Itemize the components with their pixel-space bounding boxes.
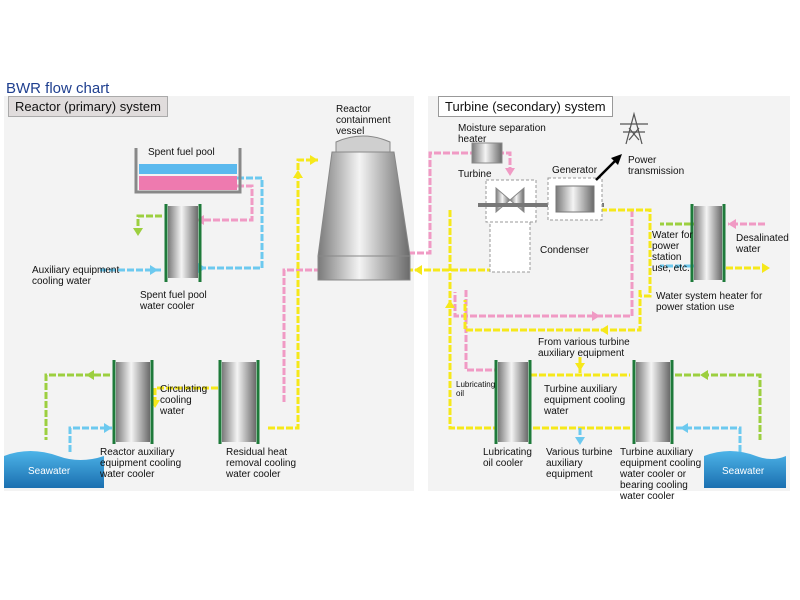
page-title: BWR flow chart — [6, 80, 110, 97]
reactor-containment-vessel — [317, 135, 411, 281]
spent-fuel-pool-cooler-label: Spent fuel pool water cooler — [140, 290, 207, 312]
pink-pipe-rhr — [282, 268, 318, 402]
moisture-separation-heater-label: Moisture separation heater — [458, 123, 546, 145]
yellow-pipe-heater-feed — [463, 290, 642, 332]
arrow-yellow — [310, 155, 318, 165]
pink-pipe-heater — [453, 210, 634, 318]
from-turbine-aux-label: From various turbine auxiliary equipment — [538, 337, 630, 359]
arrow-yellow — [575, 363, 585, 371]
water-system-heater-label: Water system heater for power station us… — [656, 291, 763, 313]
turbine — [478, 179, 604, 223]
flow-arrows — [86, 155, 770, 445]
condenser-label: Condenser — [540, 245, 589, 256]
hx-reactor-aux-cooler — [112, 360, 154, 444]
power-arrow — [595, 160, 616, 181]
hx-lubricating-oil-cooler — [494, 360, 532, 444]
seawater-left — [4, 451, 104, 488]
pink-pipe-lube — [464, 290, 495, 372]
arrow-yellow — [600, 325, 608, 335]
arrow-pink — [728, 219, 736, 229]
seawater-left-label: Seawater — [28, 466, 71, 477]
arrow-yellow — [293, 170, 303, 178]
arrow-blue — [575, 437, 585, 445]
hx-turbine-aux-cooler — [632, 360, 674, 444]
blue-pipe-sea-right — [675, 426, 742, 452]
arrow-yellow — [445, 300, 455, 308]
arrow-yellow — [762, 263, 770, 273]
water-power-station-label: Water for power station use, etc. — [652, 230, 693, 274]
turbine-aux-cooler-label: Turbine auxiliary equipment cooling wate… — [620, 447, 702, 502]
yellow-pipe-circ-left — [153, 386, 218, 402]
yellow-pipe-gen-return — [600, 208, 652, 298]
seawater-right-label: Seawater — [722, 466, 765, 477]
turbine-aux-cooling-water-label: Turbine auxiliary equipment cooling wate… — [544, 384, 626, 417]
generator — [547, 177, 603, 221]
blue-pipe-sea-left — [68, 426, 112, 452]
hx-rhr-cooler — [218, 360, 260, 444]
blue-pipe-pool — [202, 176, 264, 270]
secondary-system-label: Turbine (secondary) system — [438, 96, 613, 117]
seawater-right — [704, 451, 786, 488]
circulating-cooling-water-label: Circulating cooling water — [160, 384, 208, 417]
arrow-green — [700, 370, 708, 380]
generator-label: Generator — [552, 165, 598, 176]
arrow-pink — [505, 168, 515, 176]
arrow-green — [86, 370, 94, 380]
green-pipe-sea-left — [44, 373, 110, 440]
yellow-pipe-bypass — [448, 210, 495, 430]
hx-water-system-heater — [690, 204, 726, 282]
various-turbine-aux-label: Various turbine auxiliary equipment — [546, 447, 613, 480]
pink-pipe-steam — [408, 151, 512, 255]
desalinated-water-label: Desalinated water — [736, 233, 789, 255]
aux-cooling-water-label: Auxiliary equipment cooling water — [32, 265, 120, 287]
transmission-tower-icon — [620, 111, 648, 145]
spent-fuel-pool — [134, 148, 242, 194]
moisture-separation-heater — [471, 142, 503, 164]
arrow-blue — [150, 265, 158, 275]
turbine-label: Turbine — [458, 169, 492, 180]
condenser — [489, 221, 531, 273]
arrow-blue — [104, 423, 112, 433]
spent-fuel-pool-label: Spent fuel pool — [148, 147, 215, 158]
reactor-vessel-label: Reactor containment vessel — [336, 104, 391, 137]
lubricating-oil-cooler-label: Lubricating oil cooler — [483, 447, 532, 469]
arrow-blue — [680, 423, 688, 433]
arrow-yellow — [414, 265, 422, 275]
power-transmission-label: Power transmission — [628, 155, 685, 177]
heat-exchangers — [112, 204, 726, 444]
reactor-aux-cooler-label: Reactor auxiliary equipment cooling wate… — [100, 447, 182, 480]
lubricating-oil-label: Lubricating oil — [456, 380, 496, 398]
arrow-pink — [592, 311, 600, 321]
rhr-cooler-label: Residual heat removal cooling water cool… — [226, 447, 297, 480]
yellow-pipe-reactor-feed — [268, 158, 318, 430]
hx-spent-fuel-pool-cooler — [164, 204, 202, 282]
power-arrow-head — [611, 154, 622, 165]
green-pipe-pool — [136, 214, 162, 230]
arrow-green — [133, 228, 143, 236]
primary-system-label: Reactor (primary) system — [8, 96, 168, 117]
